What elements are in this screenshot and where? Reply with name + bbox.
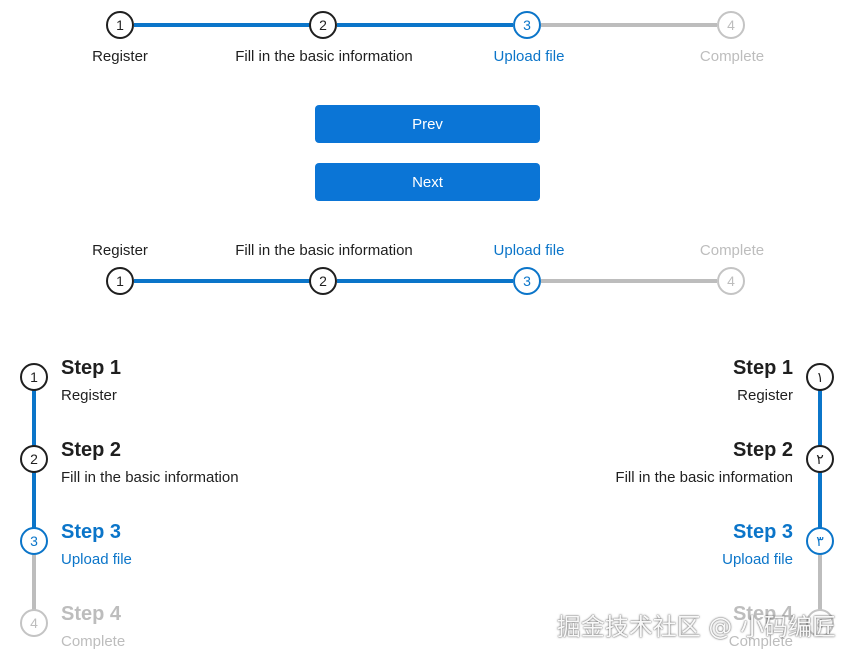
stepper-connector-1-2 <box>134 23 310 27</box>
step-3-indicator: 3 <box>513 267 541 295</box>
stepper-connector-3-4 <box>541 279 717 283</box>
step-2-label: Fill in the basic information <box>235 48 413 65</box>
stepper-connector-1-2 <box>32 390 36 446</box>
step-4-title: Step 4 <box>61 603 122 625</box>
step-3-indicator: ٣ <box>806 527 834 555</box>
stepper-connector-2-3 <box>32 472 36 528</box>
step-3-title: Step 3 <box>61 521 122 543</box>
stepper-connector-1-2 <box>818 390 822 446</box>
step-4-description: Complete <box>61 633 126 650</box>
step-1-description: Register <box>61 387 117 404</box>
step-3-indicator: 3 <box>513 11 541 39</box>
step-3-title: Step 3 <box>732 521 793 543</box>
step-2-title: Step 2 <box>61 439 122 461</box>
step-3-indicator: 3 <box>20 527 48 555</box>
step-3-label: Upload file <box>493 242 565 259</box>
step-4-indicator: 4 <box>717 267 745 295</box>
step-4-description: Complete <box>728 633 793 650</box>
stepper-connector-1-2 <box>134 279 310 283</box>
stepper-connector-3-4 <box>32 554 36 610</box>
step-3-label: Upload file <box>493 48 565 65</box>
step-1-indicator: 1 <box>106 11 134 39</box>
step-4-title: Step 4 <box>732 603 793 625</box>
prev-button[interactable]: Prev <box>315 105 540 143</box>
stepper-connector-2-3 <box>818 472 822 528</box>
step-4-indicator: 4 <box>20 609 48 637</box>
step-2-label: Fill in the basic information <box>235 242 413 259</box>
step-2-description: Fill in the basic information <box>615 469 793 486</box>
step-4-label: Complete <box>699 48 765 65</box>
step-3-description: Upload file <box>61 551 132 568</box>
step-1-indicator: 1 <box>106 267 134 295</box>
step-2-indicator: ٢ <box>806 445 834 473</box>
next-button[interactable]: Next <box>315 163 540 201</box>
step-2-indicator: 2 <box>309 11 337 39</box>
step-2-description: Fill in the basic information <box>61 469 239 486</box>
step-1-title: Step 1 <box>61 357 122 379</box>
stepper-connector-2-3 <box>337 23 513 27</box>
step-2-indicator: 2 <box>309 267 337 295</box>
step-1-title: Step 1 <box>732 357 793 379</box>
watermark: 掘金技术社区 @ 小码编匠 <box>556 613 836 641</box>
step-2-indicator: 2 <box>20 445 48 473</box>
step-1-description: Register <box>737 387 793 404</box>
horizontal-stepper-labels-above: Register Fill in the basic information U… <box>0 242 856 302</box>
step-1-indicator: 1 <box>20 363 48 391</box>
step-4-indicator: ٤ <box>806 609 834 637</box>
stepper-connector-2-3 <box>337 279 513 283</box>
step-2-title: Step 2 <box>732 439 793 461</box>
step-4-label: Complete <box>699 242 765 259</box>
stepper-connector-3-4 <box>541 23 717 27</box>
step-3-description: Upload file <box>722 551 793 568</box>
stepper-connector-3-4 <box>818 554 822 610</box>
step-1-label: Register <box>92 48 148 65</box>
horizontal-stepper-labels-below: 1 2 3 4 Register Fill in the basic infor… <box>0 10 856 70</box>
step-1-label: Register <box>92 242 148 259</box>
step-4-indicator: 4 <box>717 11 745 39</box>
step-1-indicator: ١ <box>806 363 834 391</box>
